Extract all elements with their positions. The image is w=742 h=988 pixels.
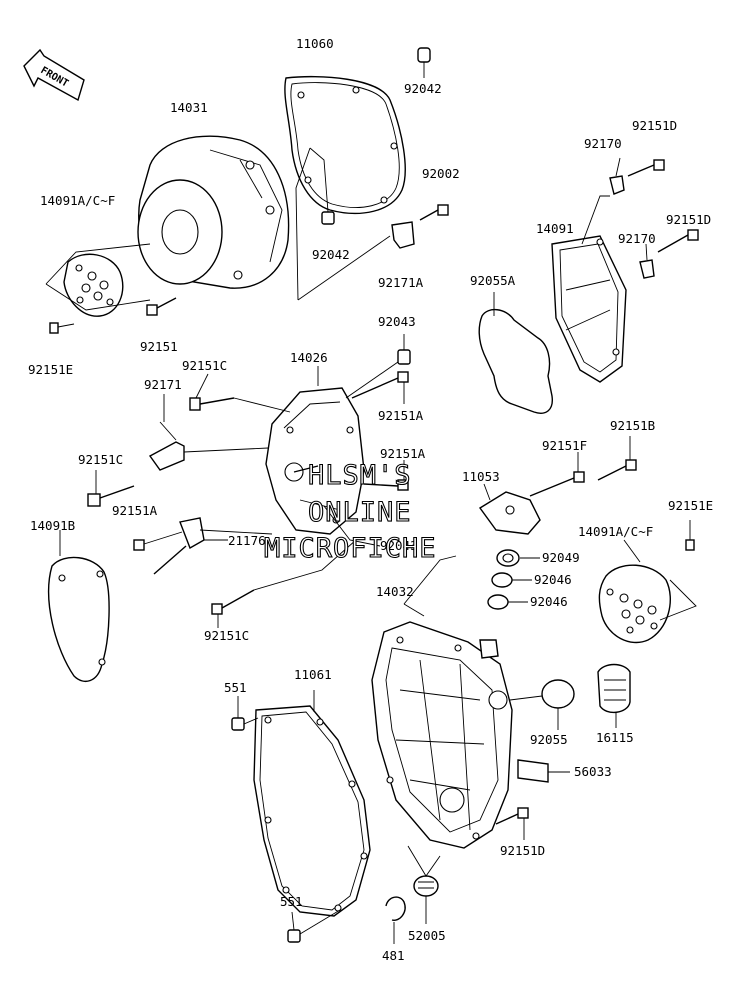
label-11060: 11060 <box>296 36 334 51</box>
label-92151c-bottom: 92151C <box>204 628 249 643</box>
bolt-92151c-bottom <box>211 539 357 628</box>
dowel-pin-92043-top <box>345 334 411 399</box>
label-92043-mid: 92043 <box>380 538 418 553</box>
label-56033: 56033 <box>574 764 612 779</box>
label-92151b: 92151B <box>610 418 655 433</box>
cap-16115 <box>597 663 631 728</box>
label-92055: 92055 <box>530 732 568 747</box>
bolt-92151d-top <box>627 159 665 177</box>
bolt-92151c-left <box>87 470 135 507</box>
label-92042-mid: 92042 <box>312 247 350 262</box>
label-92151e-left: 92151E <box>28 362 73 377</box>
label-92151d-bottom: 92151D <box>500 843 545 858</box>
o-ring-92055 <box>509 679 575 730</box>
clamp-92171a <box>295 147 415 301</box>
bearing-92046-upper <box>491 572 532 588</box>
dowel-pin-92043-mid <box>323 505 381 547</box>
label-92151a-left: 92151A <box>112 503 158 518</box>
bolt-92151f <box>529 452 585 497</box>
watermark-line-2: ONLINE <box>308 497 412 528</box>
label-14091acf-left: 14091A/C~F <box>40 193 115 208</box>
gasket-11061 <box>253 690 371 917</box>
label-14031: 14031 <box>170 100 208 115</box>
cover-14091 <box>551 195 627 383</box>
bolt-92151e-right <box>685 520 695 551</box>
label-11053: 11053 <box>462 469 500 484</box>
label-92170-right: 92170 <box>618 231 656 246</box>
cover-14026 <box>265 366 365 535</box>
bolt-92151d-bottom <box>495 807 529 840</box>
label-56033 <box>517 759 570 783</box>
oil-seal-92049 <box>496 549 540 567</box>
clutch-cover-14032 <box>371 555 513 849</box>
label-92151c-top: 92151C <box>182 358 227 373</box>
label-551-bottom: 551 <box>280 894 303 909</box>
label-92151a-a: 92151A <box>378 408 424 423</box>
bolt-92151a-mid <box>363 460 409 491</box>
label-92042-top: 92042 <box>404 81 442 96</box>
bracket-11053 <box>478 483 541 535</box>
dowel-pin-551-top <box>231 696 259 731</box>
gasket-92055a <box>478 292 553 414</box>
label-92151d-top: 92151D <box>632 118 677 133</box>
label-92171a: 92171A <box>378 275 424 290</box>
bolt-92151a-upper <box>351 371 409 404</box>
label-92055a: 92055A <box>470 273 516 288</box>
clamp-92170-right <box>639 243 655 279</box>
bolt-92151d-right <box>657 229 699 253</box>
label-21176: 21176 <box>228 533 266 548</box>
label-92170-top: 92170 <box>584 136 622 151</box>
label-92046-b: 92046 <box>530 594 568 609</box>
label-481: 481 <box>382 948 405 963</box>
cover-plate-14091acf-right <box>598 539 697 644</box>
dowel-pin-551-bottom <box>287 909 341 943</box>
label-92049: 92049 <box>542 550 580 565</box>
cover-plate-14091b <box>48 530 110 683</box>
label-92151d-right: 92151D <box>666 212 711 227</box>
bearing-92046-lower <box>487 594 528 610</box>
label-14026: 14026 <box>290 350 328 365</box>
label-14091acf-right: 14091A/C~F <box>578 524 653 539</box>
generator-cover-14031 <box>137 135 290 289</box>
label-14091b: 14091B <box>30 518 75 533</box>
label-92043-top: 92043 <box>378 314 416 329</box>
sensor-21176 <box>153 517 273 575</box>
cover-plate-14091acf-left <box>45 243 151 317</box>
label-11061: 11061 <box>294 667 332 682</box>
bolt-92151c-top <box>189 373 291 413</box>
bolt-92151e-left <box>49 322 75 334</box>
label-92046-a: 92046 <box>534 572 572 587</box>
label-92151: 92151 <box>140 339 178 354</box>
gasket-11060 <box>284 75 406 215</box>
label-14032: 14032 <box>376 584 414 599</box>
label-92151f: 92151F <box>542 438 587 453</box>
label-92151e-right: 92151E <box>668 498 713 513</box>
circlip-481 <box>385 896 406 944</box>
bolt-92151a-left <box>133 531 183 551</box>
dowel-pin-92042-top <box>417 47 431 78</box>
label-52005: 52005 <box>408 928 446 943</box>
clamp-92171 <box>148 394 269 471</box>
label-551-top: 551 <box>224 680 247 695</box>
watermark: HLSM'S ONLINE MICROFICHE <box>263 459 437 564</box>
clamp-92170-top <box>609 157 625 195</box>
label-14091: 14091 <box>536 221 574 236</box>
label-92171: 92171 <box>144 377 182 392</box>
label-92151c-left: 92151C <box>78 452 123 467</box>
label-16115: 16115 <box>596 730 634 745</box>
plug-52005 <box>407 845 441 924</box>
front-direction-arrow: FRONT <box>23 48 85 102</box>
label-92151a-b: 92151A <box>380 446 426 461</box>
watermark-line-1: HLSM'S <box>308 460 412 491</box>
label-92002: 92002 <box>422 166 460 181</box>
bolt-92002 <box>419 204 449 221</box>
watermark-line-3: MICROFICHE <box>264 533 437 564</box>
bolt-92151 <box>146 297 177 316</box>
dowel-pin-92042-mid <box>309 147 335 225</box>
bolt-92151b <box>597 436 637 481</box>
